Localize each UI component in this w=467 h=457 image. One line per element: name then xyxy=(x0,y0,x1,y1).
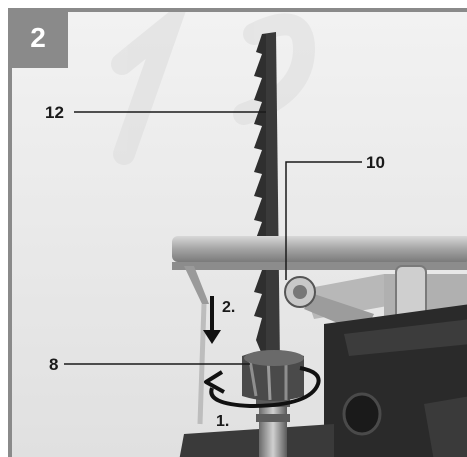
callout-8-label: 8 xyxy=(49,355,59,374)
step-2-arrow xyxy=(203,296,221,344)
clamping-sleeve xyxy=(242,350,304,401)
figure-number: 2 xyxy=(8,8,68,68)
step-2-label: 2. xyxy=(222,299,236,316)
photo-frame xyxy=(8,8,467,457)
step-1-label: 1. xyxy=(216,413,230,430)
shoe-plate xyxy=(172,236,467,304)
jigsaw-photo xyxy=(12,12,467,457)
callout-10-label: 10 xyxy=(366,153,385,172)
saw-blade xyxy=(254,32,280,364)
tool-body xyxy=(179,304,467,457)
step-1-rotation-arrow xyxy=(204,366,321,409)
callout-12-label: 12 xyxy=(45,103,64,122)
callout-10-leader xyxy=(285,161,362,280)
